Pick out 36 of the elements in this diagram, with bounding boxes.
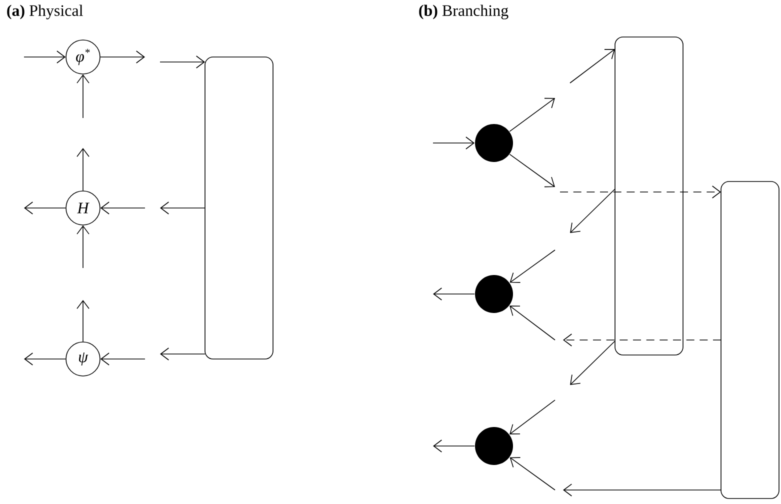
arrow (510, 250, 556, 283)
arrow (24, 352, 66, 366)
arrow (76, 74, 90, 118)
arrow (433, 288, 475, 300)
arrow (100, 202, 146, 214)
arrow (509, 154, 555, 188)
arrow (76, 300, 90, 342)
arrow (76, 225, 90, 268)
arrow (24, 50, 66, 64)
arrow (570, 340, 616, 385)
arrow (432, 136, 475, 150)
dot (475, 275, 513, 313)
arrow (160, 56, 205, 68)
panel-title: (a) Physical (7, 4, 83, 20)
arrow (160, 202, 206, 214)
arrow (100, 352, 146, 366)
rounded-box (204, 56, 274, 360)
arrow (570, 188, 616, 233)
arrow (76, 148, 90, 191)
arrow (560, 186, 721, 198)
panel-title: (b) Branching (419, 4, 508, 20)
arrow (100, 50, 145, 64)
arrow (24, 202, 66, 214)
arrow (509, 98, 556, 132)
arrow (563, 334, 722, 346)
arrow (160, 348, 206, 360)
rounded-box (614, 36, 684, 356)
arrow (563, 484, 722, 496)
dot (475, 427, 513, 465)
arrow (570, 49, 616, 84)
rounded-box (720, 181, 780, 499)
arrow (510, 306, 556, 340)
arrow (433, 440, 475, 452)
dot (475, 124, 513, 162)
arrow (510, 400, 556, 434)
arrow (510, 457, 556, 490)
